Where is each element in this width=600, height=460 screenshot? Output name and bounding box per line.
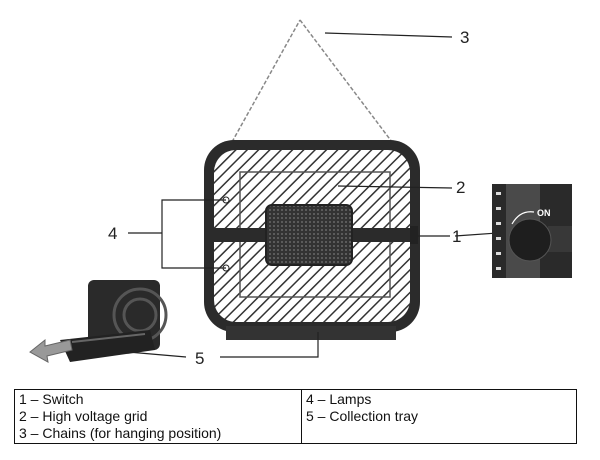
legend-item-lamps: 4 – Lamps <box>306 391 372 407</box>
arrow-left-icon <box>29 338 73 363</box>
callout-3: 3 <box>460 28 469 47</box>
legend-item-switch: 1 – Switch <box>19 391 84 407</box>
tray-inset <box>29 280 168 363</box>
hanging-chains <box>231 19 393 143</box>
collection-tray <box>226 326 396 340</box>
switch <box>410 226 418 244</box>
callout-lines <box>127 32 513 358</box>
legend-table: 1 – Switch 2 – High voltage grid 3 – Cha… <box>14 389 577 444</box>
callout-5: 5 <box>195 349 204 368</box>
callout-1: 1 <box>452 227 461 246</box>
legend-item-chains: 3 – Chains (for hanging position) <box>19 425 222 441</box>
callout-2: 2 <box>456 178 465 197</box>
on-label: ON <box>537 208 551 218</box>
insect-killer-device <box>204 140 420 340</box>
high-voltage-grid <box>265 204 353 266</box>
switch-inset: ON <box>492 184 572 278</box>
legend-item-grid: 2 – High voltage grid <box>19 408 148 424</box>
legend-item-tray: 5 – Collection tray <box>306 408 419 424</box>
callout-4: 4 <box>108 224 117 243</box>
